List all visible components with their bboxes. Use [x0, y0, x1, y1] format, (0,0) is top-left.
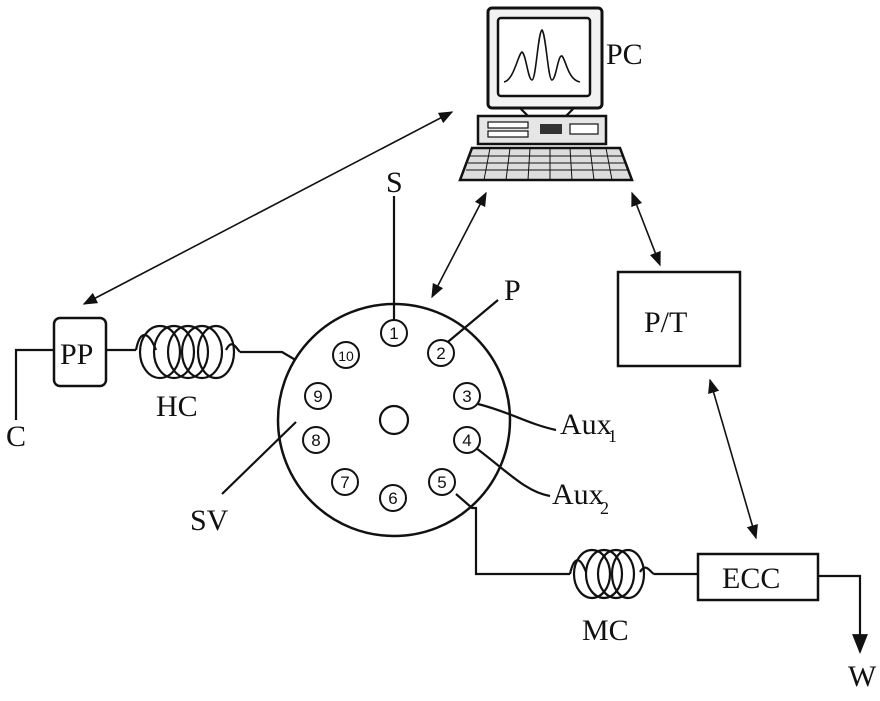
- port5-outlet-line: [455, 493, 570, 576]
- valve-port-4: [453, 426, 481, 454]
- valve-port-label-8: 8: [311, 431, 320, 450]
- valve-port-10: [332, 341, 360, 369]
- carrier-line: [14, 348, 54, 420]
- aux1-subscript: 1: [608, 426, 617, 446]
- valve-port-5: [428, 468, 456, 496]
- potentiostat-ecc-arrow: [708, 378, 758, 540]
- waste-line: [818, 574, 868, 654]
- carrier-label: C: [6, 420, 26, 453]
- valve-port-label-10: 10: [338, 348, 354, 364]
- valve-port-3: [453, 382, 481, 410]
- valve-port-6: [379, 484, 407, 512]
- pc-valve-arrow: [431, 191, 487, 299]
- valve-port-label-7: 7: [340, 473, 349, 492]
- sample-label: S: [386, 166, 403, 199]
- valve-port-label-9: 9: [313, 387, 322, 406]
- aux2-subscript: 2: [600, 498, 609, 518]
- valve-leader-line: [221, 421, 297, 495]
- valve-port-label-4: 4: [462, 431, 471, 450]
- peristaltic-pump-box: [52, 316, 108, 388]
- valve-port-7: [331, 468, 359, 496]
- electrochemical-cell-label: ECC: [722, 562, 780, 595]
- holding-coil-icon: [134, 324, 241, 380]
- valve-port-label-2: 2: [436, 344, 445, 363]
- mixing-coil-icon: [568, 548, 655, 600]
- aux1-label: Aux: [560, 408, 612, 441]
- valve-port-label-1: 1: [389, 324, 398, 343]
- pc-label: PC: [606, 38, 643, 71]
- pc-potentiostat-arrow: [631, 191, 661, 267]
- computer-icon: [458, 6, 634, 182]
- waste-label: W: [848, 660, 877, 693]
- chromatogram-trace: [503, 29, 581, 83]
- peristaltic-pump-label: PP: [60, 338, 93, 371]
- aux2-line: [475, 447, 551, 498]
- valve-center-port: [378, 404, 410, 436]
- pump-port-line: [442, 299, 499, 347]
- valve-port-8: [302, 426, 330, 454]
- aux2-label: Aux: [552, 478, 604, 511]
- valve-port-label-6: 6: [388, 489, 397, 508]
- potentiostat-box: [616, 270, 742, 368]
- aux1-line: [477, 402, 557, 432]
- mixing-coil-label: MC: [582, 614, 629, 647]
- valve-port-2: [427, 339, 455, 367]
- potentiostat-label: P/T: [644, 306, 687, 339]
- valve-ports: 1 2 3 4 5 6 7 8 9 10: [302, 319, 481, 512]
- valve-port-label-3: 3: [462, 387, 471, 406]
- valve-port-1: [380, 319, 408, 347]
- valve-port-9: [304, 382, 332, 410]
- selection-valve-label: SV: [190, 504, 229, 537]
- pc-pp-arrow: [82, 111, 454, 305]
- pump-port-label: P: [504, 274, 521, 307]
- holding-coil-label: HC: [156, 390, 198, 423]
- valve-port-label-5: 5: [437, 473, 446, 492]
